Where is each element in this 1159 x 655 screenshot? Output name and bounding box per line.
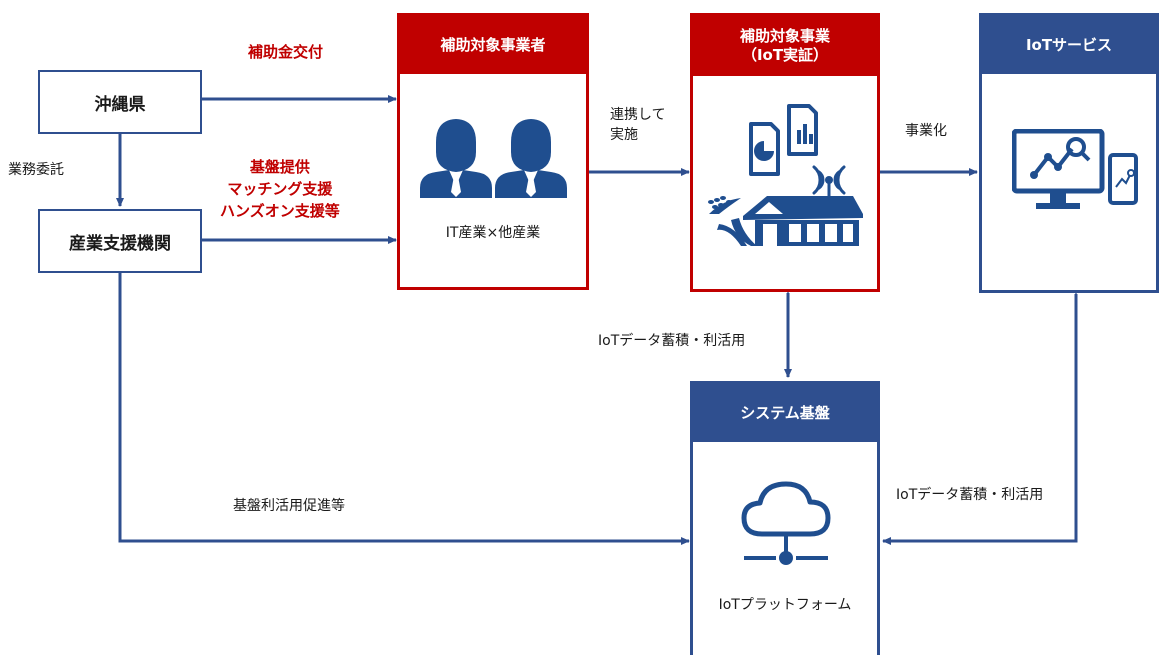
subsidized-operator-caption: IT産業×他産業 bbox=[445, 225, 541, 241]
iot-service-title: IoTサービス bbox=[1025, 35, 1113, 54]
subsidized-operator-title: 補助対象事業者 bbox=[440, 35, 546, 54]
commercialization-label: 事業化 bbox=[905, 123, 947, 139]
platform-support-label: 基盤提供 マッチング支援 ハンズオン支援等 bbox=[220, 158, 340, 220]
iot-data-use-label-right: IoTデータ蓄積・利活用 bbox=[896, 487, 1044, 503]
analytics-devices-icon bbox=[1012, 129, 1138, 209]
cloud-icon bbox=[741, 481, 831, 537]
farm-sensor-icon bbox=[708, 104, 863, 246]
subsidized-operator-card: 補助対象事業者 IT産業×他産業 bbox=[397, 13, 589, 290]
subsidized-operator-header: 補助対象事業者 bbox=[400, 16, 586, 74]
industry-support-org-label: 産業支援機関 bbox=[69, 233, 171, 254]
arrow-service-platform-bidirectional bbox=[882, 286, 1080, 545]
system-base-header: システム基盤 bbox=[693, 384, 877, 442]
cloud-network-icon bbox=[741, 481, 831, 565]
antenna-icon bbox=[812, 165, 846, 195]
bar-chart-document-icon bbox=[787, 104, 818, 156]
collaboration-label: 連携して 実施 bbox=[610, 107, 666, 144]
system-base-card: システム基盤 IoTプラットフォーム bbox=[690, 381, 880, 655]
subsidized-project-header: 補助対象事業 （IoT実証） bbox=[693, 16, 877, 76]
system-base-caption: IoTプラットフォーム bbox=[718, 597, 852, 613]
arrow-support-org-to-platform bbox=[118, 273, 690, 545]
subsidized-project-title: 補助対象事業 bbox=[739, 27, 830, 46]
business-people-icon bbox=[420, 119, 567, 198]
platform-promotion-label: 基盤利活用促進等 bbox=[233, 498, 345, 514]
subsidized-project-subtitle: （IoT実証） bbox=[741, 46, 829, 64]
subsidy-label: 補助金交付 bbox=[248, 43, 324, 61]
pie-chart-document-icon bbox=[749, 122, 780, 176]
subsidized-project-card: 補助対象事業 （IoT実証） bbox=[690, 13, 880, 292]
rice-plant-icon bbox=[708, 196, 757, 246]
iot-data-use-label-center: IoTデータ蓄積・利活用 bbox=[598, 333, 746, 349]
industry-support-org-box: 産業支援機関 bbox=[38, 209, 202, 273]
iot-service-header: IoTサービス bbox=[982, 16, 1156, 74]
system-base-title: システム基盤 bbox=[740, 403, 830, 422]
monitor-icon bbox=[1012, 129, 1105, 209]
okinawa-prefecture-label: 沖縄県 bbox=[94, 94, 146, 115]
okinawa-prefecture-box: 沖縄県 bbox=[38, 70, 202, 134]
iot-service-card: IoTサービス bbox=[979, 13, 1159, 293]
tablet-icon bbox=[1108, 153, 1138, 205]
outsourcing-label: 業務委託 bbox=[8, 162, 64, 178]
